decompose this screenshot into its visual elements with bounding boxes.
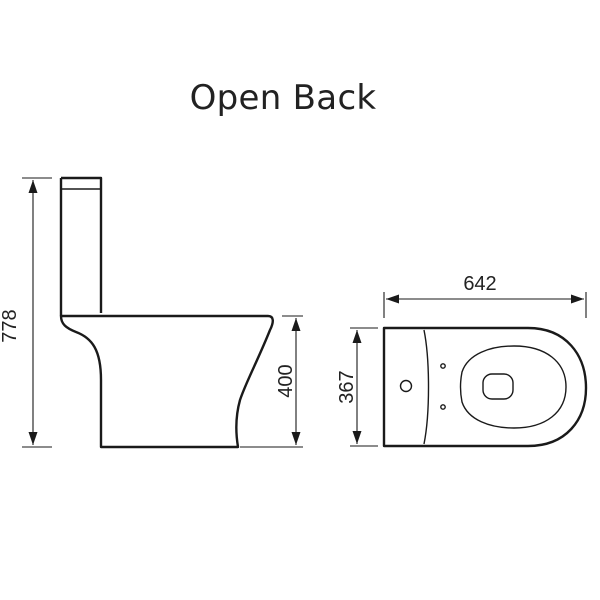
bowl-rim-outline	[459, 345, 567, 429]
width-label: 367	[336, 370, 358, 403]
cistern-outline	[59, 176, 103, 316]
overall-height-dimension: 778	[0, 177, 52, 448]
fixing-hole-bottom-icon	[440, 404, 446, 410]
waste-outlet-outline	[482, 373, 514, 400]
projection-label: 642	[463, 273, 496, 295]
side-elevation	[59, 176, 274, 449]
projection-dimension: 642	[383, 273, 587, 318]
pan-outline	[59, 314, 274, 449]
pan-plan-outline	[382, 326, 588, 448]
overall-height-label: 778	[0, 309, 21, 342]
fixing-hole-top-icon	[440, 363, 446, 369]
seat-height-label: 400	[275, 364, 297, 397]
page-title: Open Back	[189, 78, 377, 118]
plan-view	[382, 326, 588, 448]
flush-button-icon	[399, 379, 413, 393]
seat-height-dimension: 400	[240, 315, 303, 448]
cistern-plan-line	[423, 329, 430, 445]
width-dimension: 367	[336, 327, 378, 447]
